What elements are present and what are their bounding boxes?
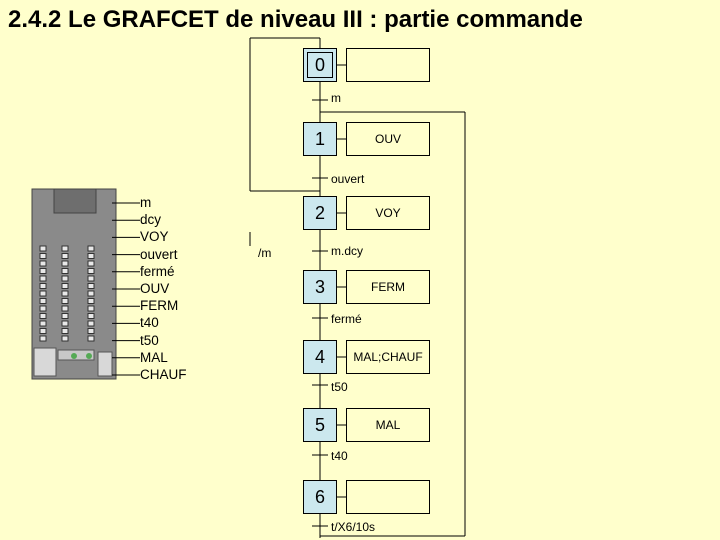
grafcet-action-5: MAL xyxy=(346,408,430,442)
grafcet-action-0 xyxy=(346,48,430,82)
plc-terminal xyxy=(61,335,69,342)
plc-terminal xyxy=(87,328,95,334)
plc-terminal xyxy=(87,313,95,319)
plc-terminal xyxy=(39,253,47,259)
plc-terminal xyxy=(39,268,47,274)
plc-terminal xyxy=(39,320,47,327)
plc-terminal xyxy=(39,245,47,252)
plc-terminal xyxy=(39,305,47,312)
plc-terminal xyxy=(39,313,47,319)
plc-terminal xyxy=(61,268,69,274)
plc-terminal xyxy=(61,298,69,304)
plc-terminal xyxy=(87,335,95,342)
plc-terminal xyxy=(39,298,47,304)
plc-terminal xyxy=(61,328,69,334)
plc-terminal xyxy=(39,275,47,282)
plc-signal: OUV xyxy=(140,281,170,297)
plc-terminal xyxy=(61,283,69,289)
transition-label-m: m xyxy=(331,91,341,105)
grafcet-step-3: 3 xyxy=(303,270,337,304)
transition-label-t50: t50 xyxy=(331,380,348,394)
grafcet-action-6 xyxy=(346,480,430,514)
grafcet-step-5: 5 xyxy=(303,408,337,442)
plc-signal: CHAUF xyxy=(140,367,187,383)
transition-label-m-dcy: m.dcy xyxy=(331,244,364,258)
plc-signal: t50 xyxy=(140,332,159,348)
plc-signal: VOY xyxy=(140,229,169,245)
plc-terminal xyxy=(87,320,95,327)
transition-label-not-m: /m xyxy=(258,246,272,260)
grafcet-action-2: VOY xyxy=(346,196,430,230)
plc-signal: FERM xyxy=(140,298,179,314)
plc-signal: t40 xyxy=(140,315,159,331)
transition-label-ferme: fermé xyxy=(331,312,362,326)
plc-signal: MAL xyxy=(140,349,168,365)
plc-terminal xyxy=(87,253,95,259)
grafcet-step-0: 0 xyxy=(303,48,337,82)
plc-signal: fermé xyxy=(140,263,175,279)
plc-terminal xyxy=(61,290,69,297)
plc-terminal xyxy=(61,320,69,327)
plc-terminal xyxy=(39,290,47,297)
plc-terminal xyxy=(87,283,95,289)
plc-signal: ouvert xyxy=(140,246,178,262)
plc-terminal xyxy=(39,260,47,267)
plc-terminal xyxy=(87,305,95,312)
plc-terminal xyxy=(39,283,47,289)
plc-terminal xyxy=(87,245,95,252)
plc-signal: dcy xyxy=(140,212,162,228)
plc-signal-list: m dcy VOY ouvert fermé OUV FERM t40 t50 … xyxy=(140,194,187,383)
plc-terminal xyxy=(87,275,95,282)
plc-terminal xyxy=(39,328,47,334)
transition-label-t40: t40 xyxy=(331,449,348,463)
transition-label-ouvert: ouvert xyxy=(331,172,365,186)
page-title: 2.4.2 Le GRAFCET de niveau III : partie … xyxy=(8,6,583,33)
plc-terminal xyxy=(87,260,95,267)
plc-terminal xyxy=(61,305,69,312)
grafcet-step-4: 4 xyxy=(303,340,337,374)
plc-terminal xyxy=(61,313,69,319)
plc-signal: m xyxy=(140,195,152,210)
grafcet-action-4: MAL;CHAUF xyxy=(346,340,430,374)
grafcet-step-6: 6 xyxy=(303,480,337,514)
plc-terminal xyxy=(61,260,69,267)
transition-label-timer: t/X6/10s xyxy=(331,520,376,534)
grafcet-step-1: 1 xyxy=(303,122,337,156)
plc-terminal xyxy=(87,268,95,274)
plc-terminal xyxy=(61,253,69,259)
grafcet-action-3: FERM xyxy=(346,270,430,304)
grafcet-action-1: OUV xyxy=(346,122,430,156)
plc-terminal xyxy=(39,335,47,342)
plc-terminal xyxy=(87,290,95,297)
plc-terminal xyxy=(87,298,95,304)
grafcet-step-2: 2 xyxy=(303,196,337,230)
plc-terminal xyxy=(61,275,69,282)
plc-terminal xyxy=(61,245,69,252)
